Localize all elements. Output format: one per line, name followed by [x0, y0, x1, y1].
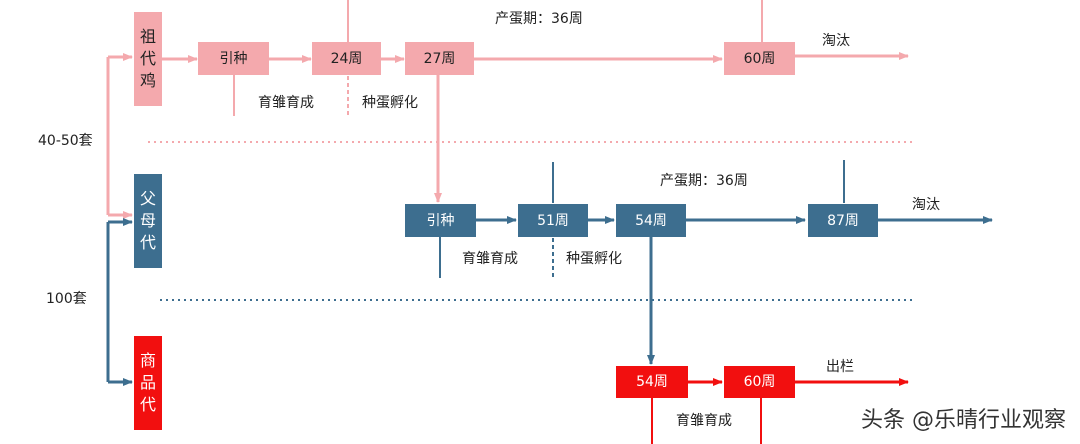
row2-box-week51: 51周	[518, 204, 588, 237]
row2-hatching: 种蛋孵化	[566, 251, 622, 267]
tier-commercial-char-3: 代	[139, 395, 156, 414]
tier-parent-char-2: 母	[139, 211, 156, 230]
row2-box-intro: 引种	[405, 204, 476, 237]
row2-box-week54: 54周	[616, 204, 686, 237]
tier-parent-char-1: 父	[139, 189, 156, 208]
ratio-parent-commercial: 100套	[46, 291, 87, 307]
row1-arrows	[162, 0, 909, 203]
tier-commercial-char-1: 商	[139, 351, 156, 370]
row2-box-week87: 87周	[808, 204, 878, 237]
tier-grandparent-char-3: 鸡	[139, 71, 156, 90]
tier-parent-char-3: 代	[139, 233, 156, 252]
row2-end: 淘汰	[912, 197, 940, 213]
ratio-gp-parent: 40-50套	[38, 133, 93, 149]
row3-end: 出栏	[826, 359, 854, 375]
row3-box-week60: 60周	[724, 366, 795, 398]
tier-parent-box: 父 母 代	[134, 174, 162, 268]
row2-rearing: 育雏育成	[462, 251, 518, 267]
connector-gp-parent	[106, 53, 133, 219]
connector-parent-commercial	[106, 218, 133, 386]
tier-grandparent-box: 祖 代 鸡	[134, 12, 162, 106]
row1-box-week60: 60周	[724, 42, 795, 75]
row1-box-intro: 引种	[198, 42, 269, 75]
row1-box-week24: 24周	[312, 42, 381, 75]
row3-box-week54: 54周	[616, 366, 688, 398]
row1-rearing: 育雏育成	[258, 95, 314, 111]
row1-box-week27: 27周	[405, 42, 474, 75]
tier-grandparent-char-1: 祖	[139, 27, 156, 46]
tier-commercial-box: 商 品 代	[134, 336, 162, 430]
watermark: 头条 @乐晴行业观察	[861, 408, 1066, 433]
row3-arrows	[651, 378, 909, 444]
row1-laying-period: 产蛋期：36周	[495, 11, 583, 27]
tier-grandparent-char-2: 代	[139, 49, 156, 68]
row3-rearing: 育雏育成	[676, 413, 732, 429]
row2-arrows	[439, 160, 993, 365]
row2-laying-period: 产蛋期：36周	[660, 173, 748, 189]
row1-end: 淘汰	[822, 33, 850, 49]
tier-commercial-char-2: 品	[139, 373, 156, 392]
row1-hatching: 种蛋孵化	[362, 95, 418, 111]
